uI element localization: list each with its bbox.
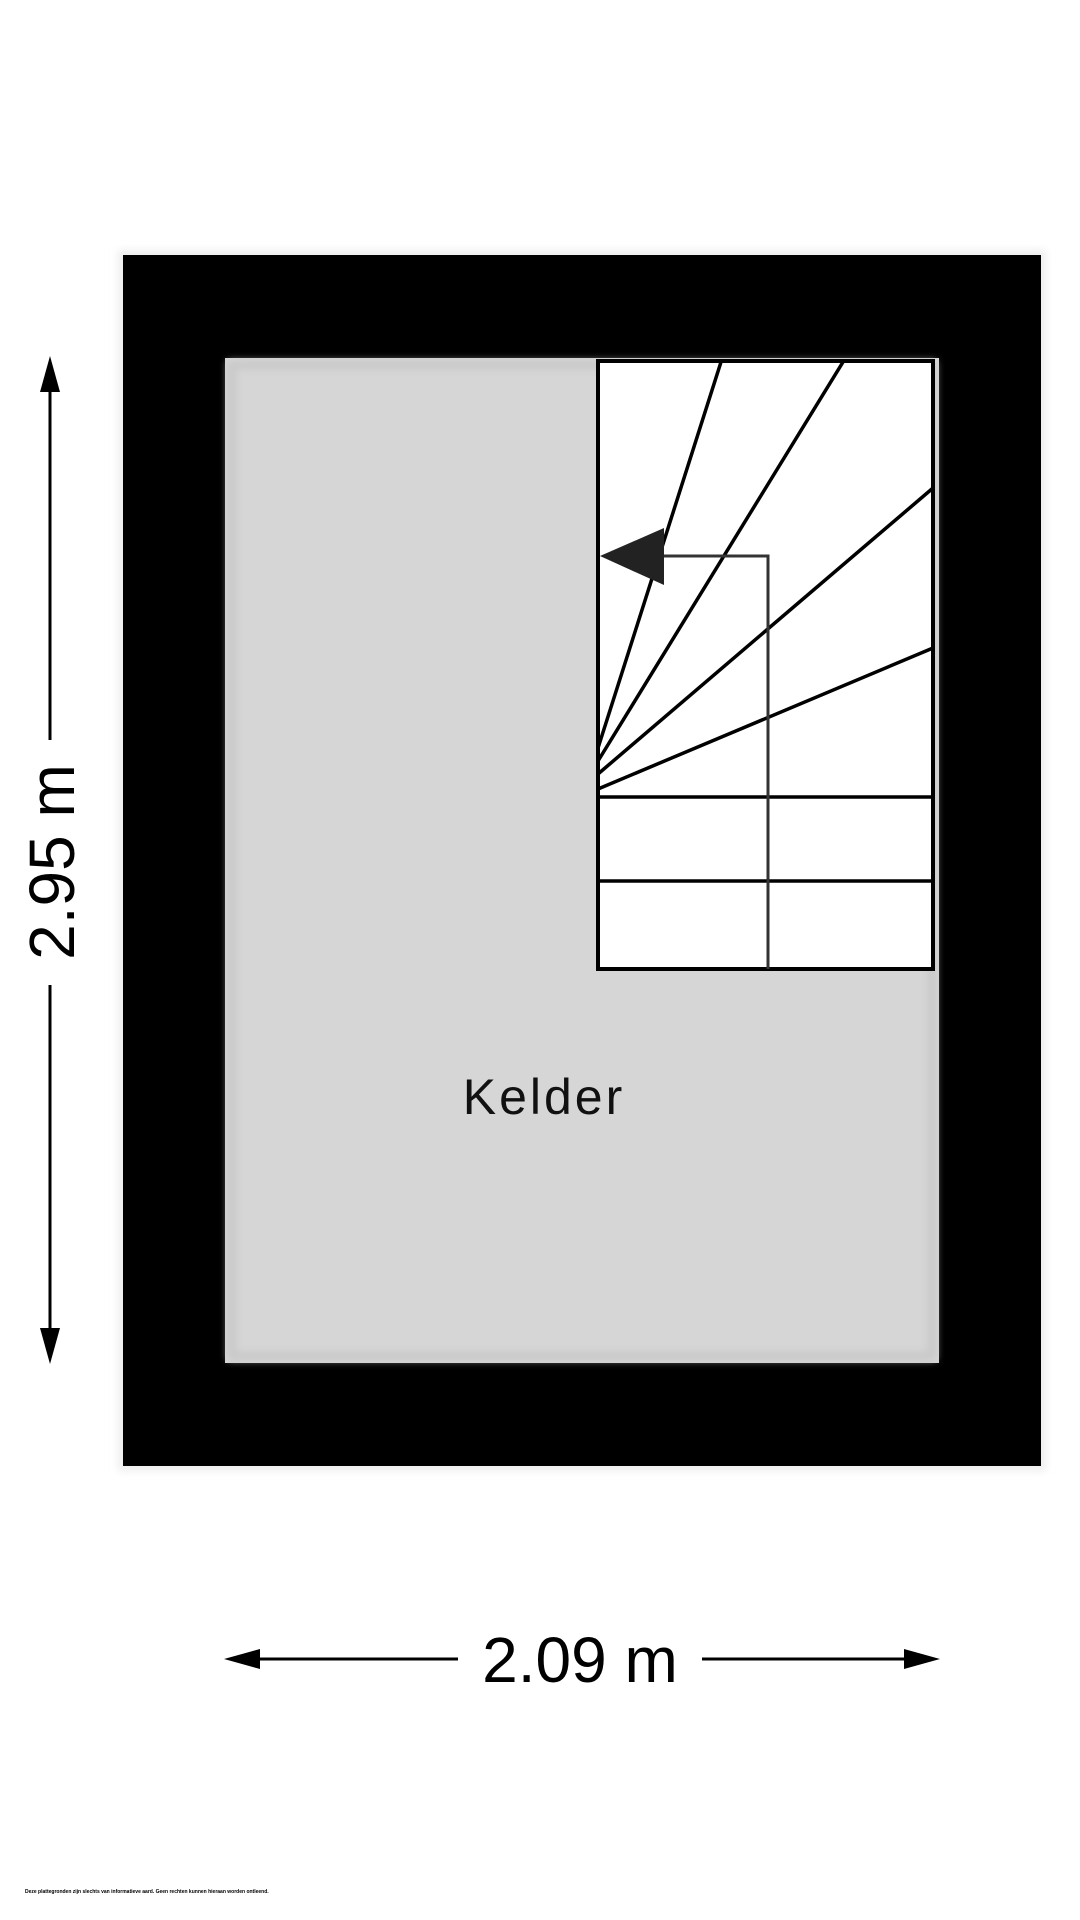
arrow-left-icon [224,1649,260,1669]
arrow-down-icon [40,1328,60,1364]
staircase [596,359,935,971]
stair-step-line [597,646,934,791]
stair-outline [596,359,935,971]
disclaimer-text: Deze plattegronden zijn slechts van info… [25,1889,269,1895]
arrow-right-icon [904,1649,940,1669]
stair-walk-line [664,554,770,969]
arrow-up-icon [40,356,60,392]
height-dimension: 2.95 m [16,356,88,1364]
stair-step-line [596,361,845,762]
width-dimension: 2.09 m [224,1624,940,1696]
height-label: 2.95 m [16,764,88,960]
width-label: 2.09 m [482,1624,678,1696]
room-label: Kelder [463,1069,626,1125]
stair-direction-arrow-icon [600,528,664,585]
stair-step-line [596,486,935,776]
